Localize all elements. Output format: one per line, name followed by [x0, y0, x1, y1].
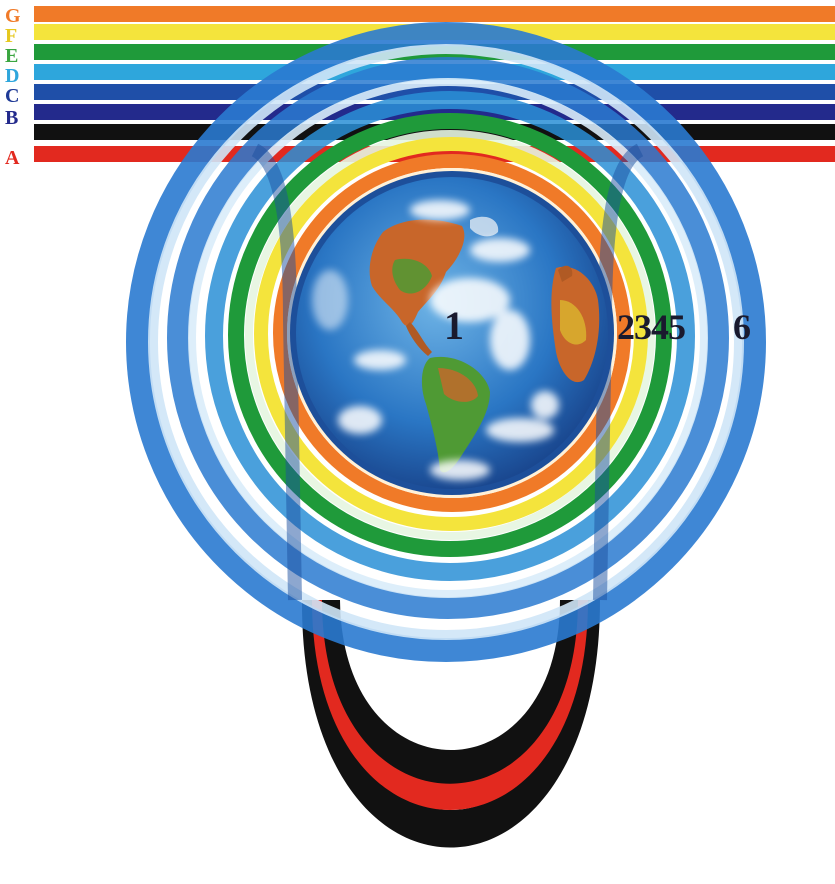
earth-label: 1 [444, 303, 464, 348]
band-letter-c: C [5, 85, 19, 107]
band-letter-d: D [5, 65, 19, 87]
tail-black-inner [322, 600, 578, 784]
earth-globe [290, 171, 614, 495]
shell-3-glow [245, 130, 655, 540]
shell-4 [205, 91, 695, 581]
shell-6 [126, 22, 766, 662]
shell-5 [167, 57, 729, 619]
band-letter-f: F [5, 25, 17, 47]
shell-3 [228, 113, 672, 557]
shell-6-glow [148, 44, 744, 640]
shell-5-glow [188, 78, 708, 598]
concentric-shells [126, 22, 766, 662]
shell-2 [254, 137, 648, 531]
outer-shell-label: 6 [733, 307, 751, 347]
diagram-labels: 1 2345 6 [444, 303, 751, 348]
band-letter-b: B [5, 107, 18, 129]
shell-1 [273, 154, 631, 512]
band-g [34, 6, 835, 22]
shell-labels: 2345 [617, 307, 685, 347]
band-letter-g: G [5, 5, 21, 27]
band-letter-e: E [5, 45, 18, 67]
band-letter-a: A [5, 147, 20, 169]
tail-black-band [301, 600, 600, 848]
